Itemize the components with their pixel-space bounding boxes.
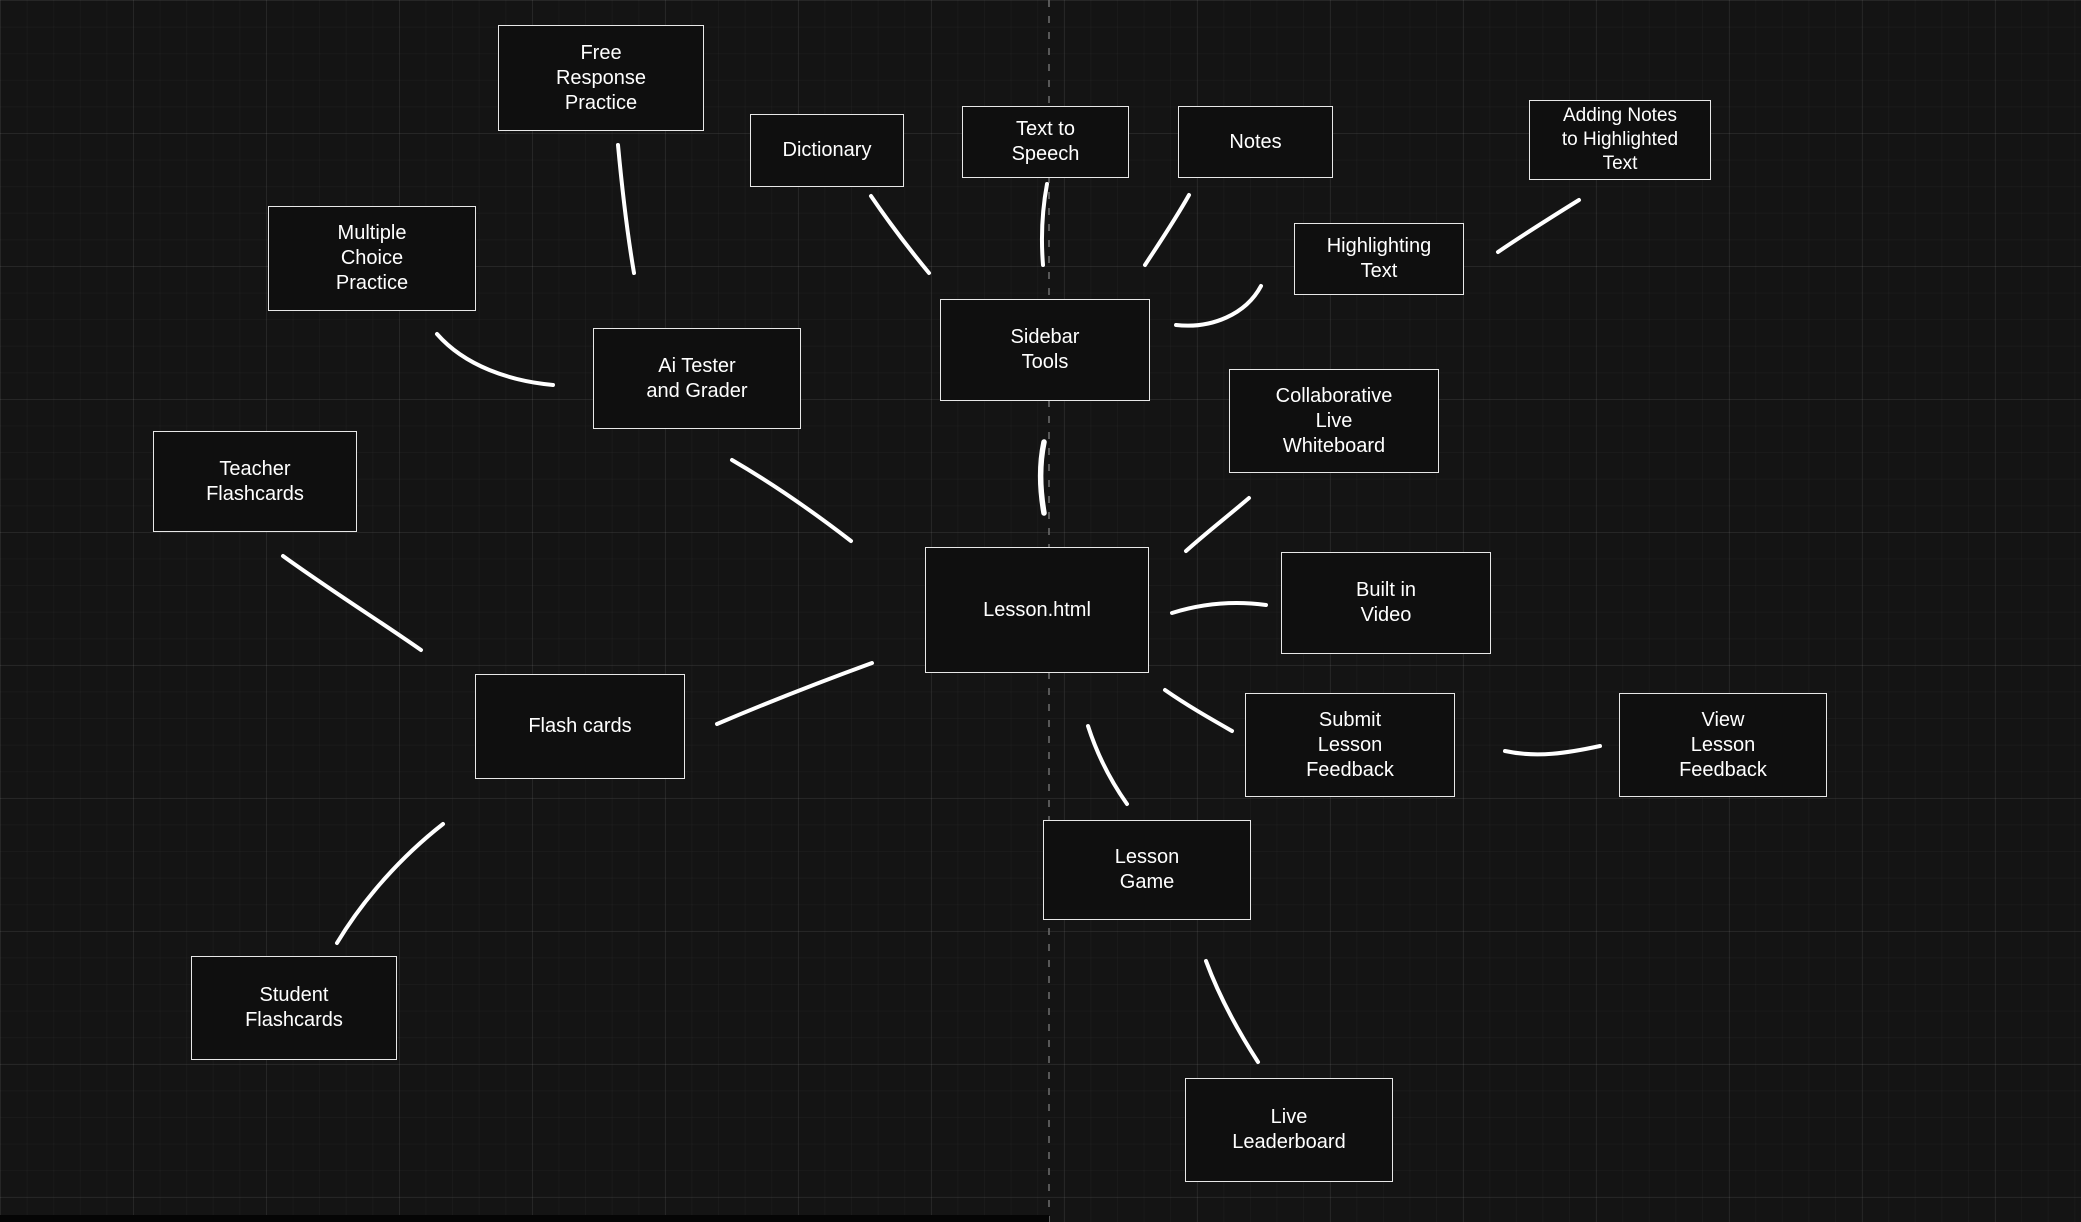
connector-submit-lesson-feedback-to-view-lesson-feedback[interactable] <box>1503 744 1602 757</box>
connector-free-response-practice-to-ai-tester-and-grader[interactable] <box>616 143 636 275</box>
connector-highlighting-text-to-sidebar-tools[interactable] <box>1174 284 1263 328</box>
node-adding-notes-to-highlighted-text[interactable]: Adding Notes to Highlighted Text <box>1529 100 1711 180</box>
connector-ai-tester-and-grader-to-lesson-html[interactable] <box>730 458 853 543</box>
connector-lesson-html-to-lesson-game[interactable] <box>1086 724 1129 806</box>
node-ai-tester-and-grader[interactable]: Ai Tester and Grader <box>593 328 801 429</box>
node-label: Highlighting Text <box>1326 235 1432 282</box>
node-submit-lesson-feedback[interactable]: Submit Lesson Feedback <box>1245 693 1455 797</box>
node-label: Lesson Game <box>1114 846 1180 893</box>
partially-visible-rectangle[interactable] <box>0 1215 1049 1222</box>
node-label: Multiple Choice Practice <box>335 222 409 294</box>
connector-lesson-html-to-submit-lesson-feedback[interactable] <box>1163 688 1234 733</box>
node-label: Live Leaderboard <box>1232 1106 1346 1153</box>
node-highlighting-text[interactable]: Highlighting Text <box>1294 223 1464 295</box>
node-built-in-video[interactable]: Built in Video <box>1281 552 1491 654</box>
connector-teacher-flashcards-to-flash-cards[interactable] <box>281 554 423 652</box>
node-label: Student Flashcards <box>245 984 343 1031</box>
connector-lesson-html-to-built-in-video[interactable] <box>1170 601 1268 615</box>
connector-multiple-choice-practice-to-ai-tester-and-grader[interactable] <box>435 332 555 387</box>
node-sidebar-tools[interactable]: Sidebar Tools <box>940 299 1150 401</box>
node-flash-cards[interactable]: Flash cards <box>475 674 685 779</box>
node-view-lesson-feedback[interactable]: View Lesson Feedback <box>1619 693 1827 797</box>
node-label: Teacher Flashcards <box>206 457 304 505</box>
node-label: Notes <box>1229 130 1282 153</box>
node-label: Submit Lesson Feedback <box>1306 708 1394 781</box>
node-teacher-flashcards[interactable]: Teacher Flashcards <box>153 431 357 532</box>
node-label: Text to Speech <box>1011 118 1080 165</box>
node-text-to-speech[interactable]: Text to Speech <box>962 106 1129 178</box>
connector-flash-cards-to-student-flashcards[interactable] <box>335 822 445 945</box>
node-free-response-practice[interactable]: Free Response Practice <box>498 25 704 131</box>
node-live-leaderboard[interactable]: Live Leaderboard <box>1185 1078 1393 1182</box>
connector-dictionary-to-sidebar-tools[interactable] <box>869 194 931 275</box>
connector-notes-to-sidebar-tools[interactable] <box>1143 193 1191 267</box>
node-label: Dictionary <box>782 139 872 161</box>
connector-lesson-html-to-flash-cards[interactable] <box>715 661 874 726</box>
node-student-flashcards[interactable]: Student Flashcards <box>191 956 397 1060</box>
connector-adding-notes-to-highlighting-text[interactable] <box>1496 198 1581 254</box>
node-notes[interactable]: Notes <box>1178 106 1333 178</box>
connector-collaborative-live-whiteboard-to-lesson-html[interactable] <box>1184 496 1251 553</box>
node-label: Free Response Practice <box>555 41 647 114</box>
node-label: Adding Notes to Highlighted Text <box>1561 105 1679 174</box>
node-label: Built in Video <box>1355 579 1417 626</box>
connector-sidebar-tools-to-lesson-html[interactable] <box>1037 439 1047 516</box>
node-lesson-html[interactable]: Lesson.html <box>925 547 1149 673</box>
node-label: Flash cards <box>528 715 632 737</box>
node-label: Lesson.html <box>983 598 1091 621</box>
node-label: Sidebar Tools <box>1010 326 1080 373</box>
connector-lesson-game-to-live-leaderboard[interactable] <box>1204 959 1260 1064</box>
node-multiple-choice-practice[interactable]: Multiple Choice Practice <box>268 206 476 311</box>
node-label: View Lesson Feedback <box>1679 708 1767 781</box>
node-label: Collaborative Live Whiteboard <box>1275 384 1393 457</box>
node-lesson-game[interactable]: Lesson Game <box>1043 820 1251 920</box>
node-dictionary[interactable]: Dictionary <box>750 114 904 187</box>
connector-text-to-speech-to-sidebar-tools[interactable] <box>1040 182 1049 267</box>
node-collaborative-live-whiteboard[interactable]: Collaborative Live Whiteboard <box>1229 369 1439 473</box>
node-label: Ai Tester and Grader <box>646 354 748 402</box>
